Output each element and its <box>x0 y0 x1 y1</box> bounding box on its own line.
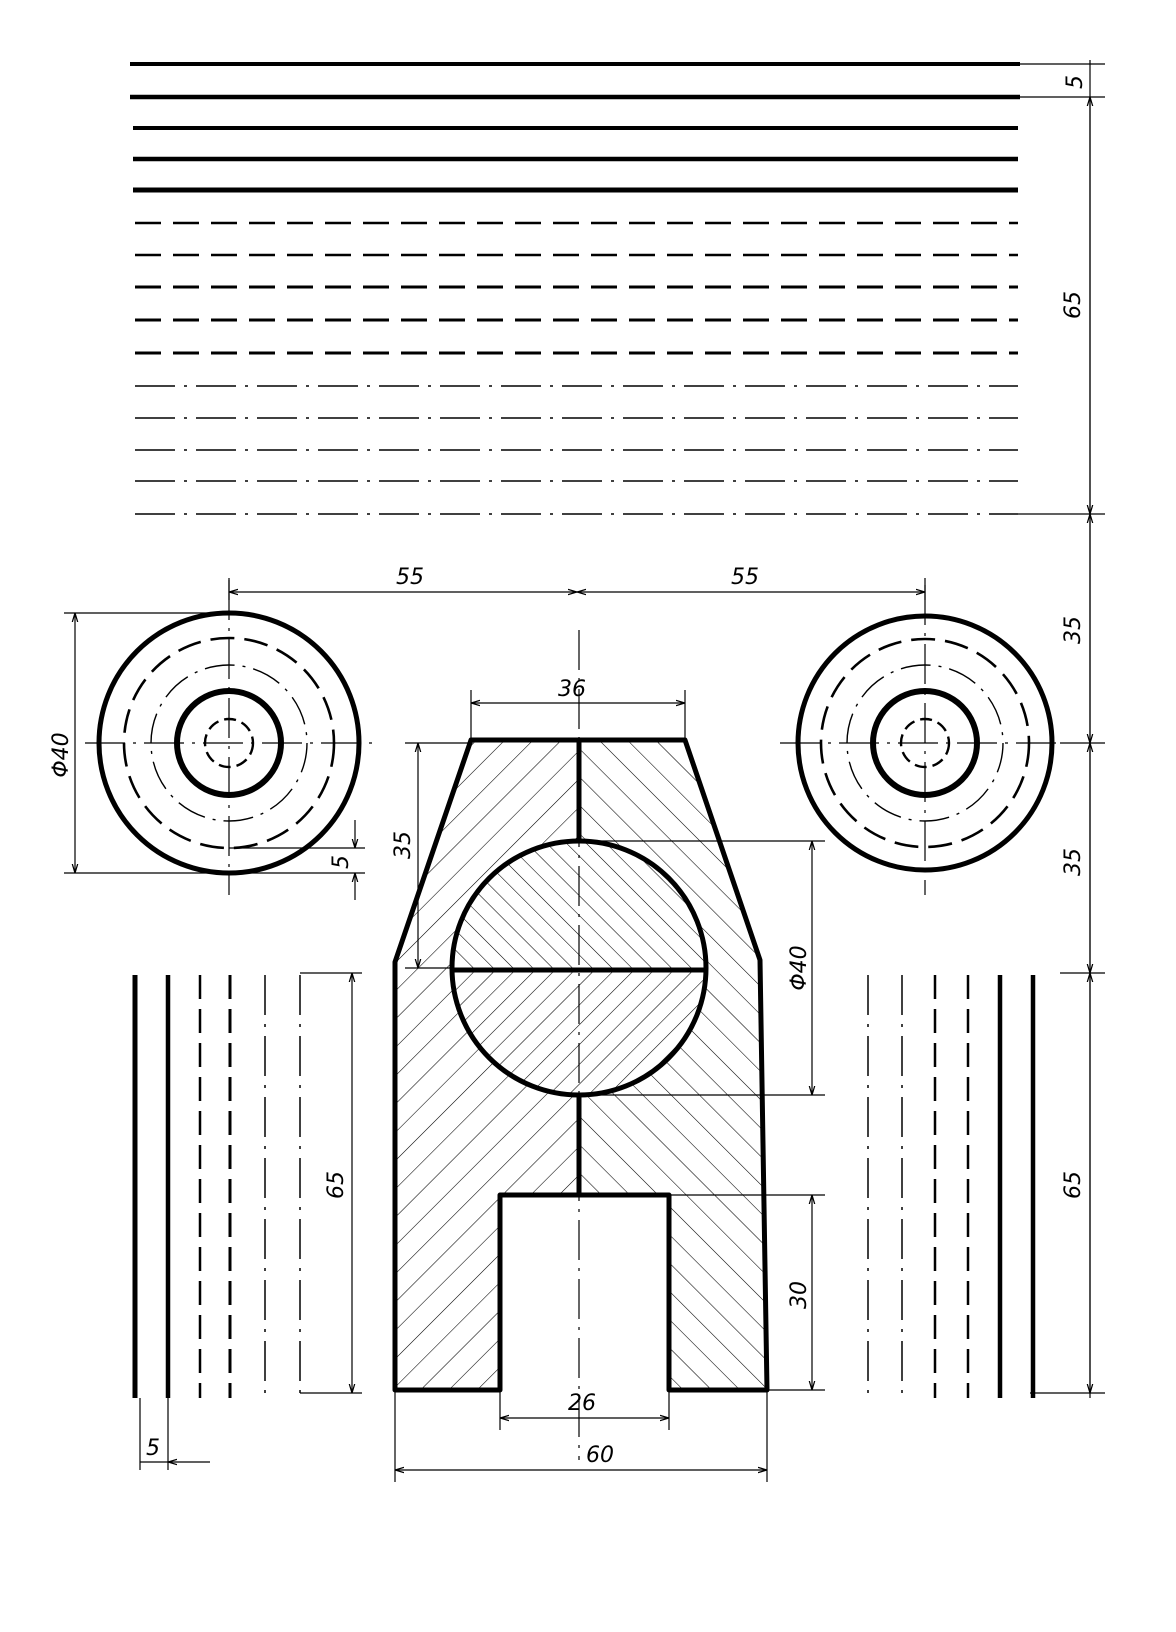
dim-offset-left: 55 <box>396 565 424 590</box>
sectioned-part <box>392 630 770 1460</box>
dim-offset-right: 55 <box>731 565 759 590</box>
right-concentric-circles <box>780 585 1060 895</box>
dim-left-circle-5: 5 <box>329 855 354 869</box>
right-dimension-chain <box>1018 60 1105 1398</box>
part-dimensions <box>300 690 825 1482</box>
circle-offset-dimensions <box>228 578 926 600</box>
left-circle-dimension <box>64 612 365 900</box>
dim-part-slot-width: 26 <box>568 1391 596 1416</box>
dim-part-total-width: 60 <box>586 1443 614 1468</box>
dim-right-lower-65: 65 <box>1061 1171 1086 1199</box>
dim-left-circle-diameter: Φ40 <box>49 732 74 777</box>
dim-left-lines-spacing: 5 <box>146 1436 160 1461</box>
dim-top-block-height: 65 <box>1061 291 1086 319</box>
line-type-samples-left-vertical <box>132 975 301 1398</box>
dim-part-taper-height: 35 <box>391 831 416 859</box>
dim-part-slot-depth: 30 <box>787 1281 812 1309</box>
dim-part-body-height: 65 <box>324 1171 349 1199</box>
line-type-samples-right-vertical <box>867 975 1036 1398</box>
dim-part-top-width: 36 <box>558 677 586 702</box>
dim-top-spacing: 5 <box>1063 75 1088 89</box>
dim-part-hole-diameter: Φ40 <box>787 945 812 990</box>
line-type-samples-horizontal <box>130 62 1020 515</box>
dim-right-upper-35: 35 <box>1061 616 1086 644</box>
dim-right-lower-35: 35 <box>1061 848 1086 876</box>
left-lines-spacing-dimension <box>139 1398 210 1470</box>
